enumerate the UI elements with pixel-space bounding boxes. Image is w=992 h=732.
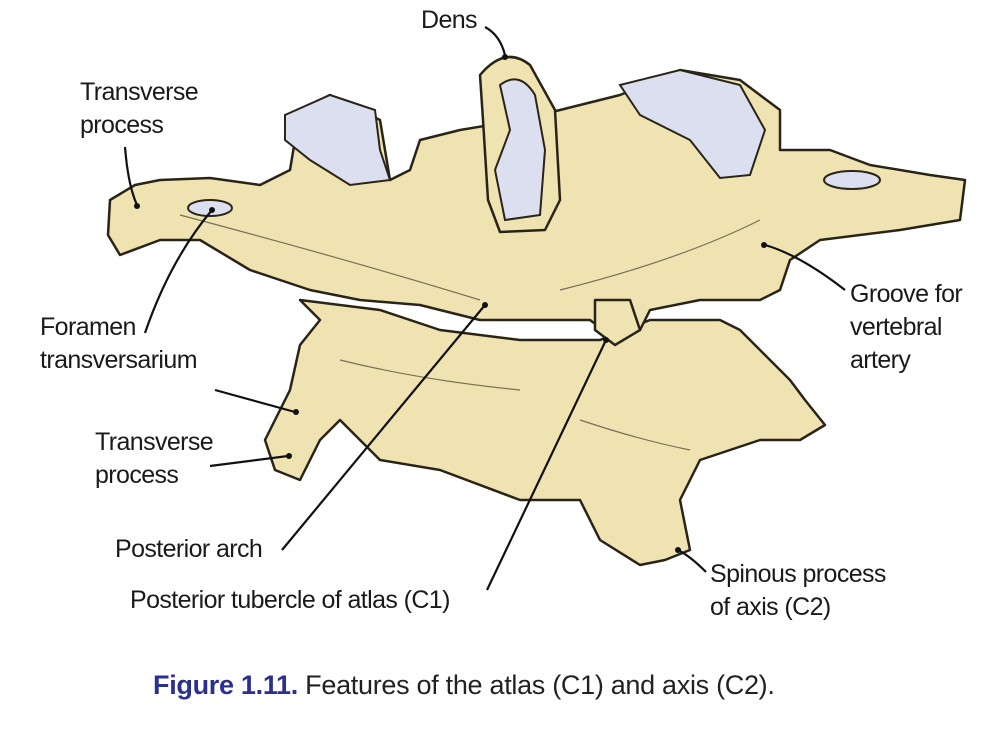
label-posterior-tubercle: Posterior tubercle of atlas (C1)	[130, 586, 450, 614]
label-line: transversarium	[40, 346, 198, 374]
figure-caption: Figure 1.11. Features of the atlas (C1) …	[153, 670, 775, 701]
label-line: artery	[850, 346, 911, 374]
label-transverse-process-c1: Transverse process	[80, 76, 199, 142]
foramen-right	[823, 170, 881, 190]
caption-text: Features of the atlas (C1) and axis (C2)…	[297, 670, 775, 700]
label-dens: Dens	[421, 6, 478, 34]
leader-lines	[123, 26, 846, 591]
label-line: Spinous process	[710, 560, 886, 588]
facet-right	[618, 68, 767, 180]
label-line: vertebral	[850, 313, 942, 341]
label-line: of axis (C2)	[710, 593, 831, 621]
figure-number: Figure 1.11.	[153, 670, 298, 700]
posterior-tubercle	[593, 298, 642, 347]
label-groove-vertebral-artery: Groove for vertebral artery	[850, 278, 963, 377]
facet-left	[284, 93, 392, 187]
label-line: process	[80, 111, 164, 139]
label-line: Transverse	[80, 78, 199, 106]
label-spinous-process: Spinous process of axis (C2)	[710, 558, 886, 624]
label-transverse-process-c2: Transverse process	[95, 426, 214, 492]
label-line: Groove for	[850, 280, 963, 308]
label-line: process	[95, 461, 179, 489]
label-line: Foramen	[40, 313, 136, 341]
label-foramen-transversarium: Foramen transversarium	[40, 311, 198, 377]
label-line: Transverse	[95, 428, 214, 456]
axis-c2	[263, 298, 827, 567]
label-posterior-arch: Posterior arch	[115, 535, 263, 563]
facet-dens	[493, 78, 547, 222]
